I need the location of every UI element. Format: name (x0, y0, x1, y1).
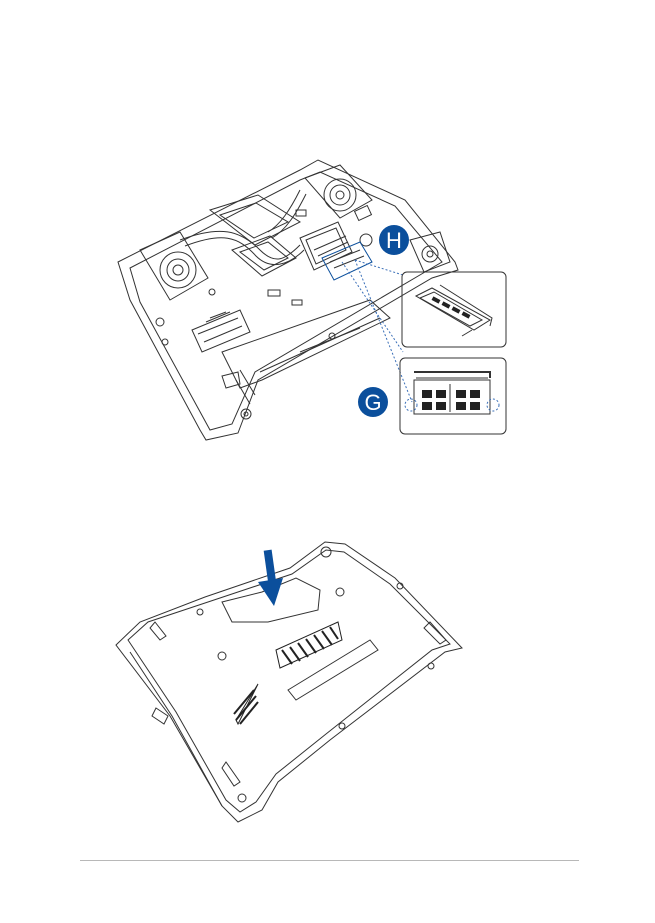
right-fan (304, 164, 373, 219)
heat-pipe (179, 230, 301, 260)
callout-h: H (379, 225, 409, 255)
leader-lines (341, 259, 413, 403)
left-fan (139, 231, 209, 301)
chassis-outline (117, 159, 459, 441)
cover-outline (115, 541, 463, 823)
module-angled-detail (401, 271, 507, 348)
callout-g-label: G (364, 390, 381, 415)
footer-rule (80, 860, 579, 861)
module-flat-detail (399, 357, 507, 435)
memory-door (221, 577, 321, 623)
laptop-interior-illustration: H G (117, 159, 507, 441)
gpu-heatsink (231, 235, 297, 277)
battery-bay (221, 299, 391, 389)
memory-slots (299, 221, 373, 281)
callout-g: G (358, 387, 388, 417)
cpu-heatsink (208, 194, 302, 246)
arrow-down-icon (258, 549, 283, 606)
callout-h-label: H (386, 228, 402, 253)
vent-grille-icon (275, 621, 343, 669)
